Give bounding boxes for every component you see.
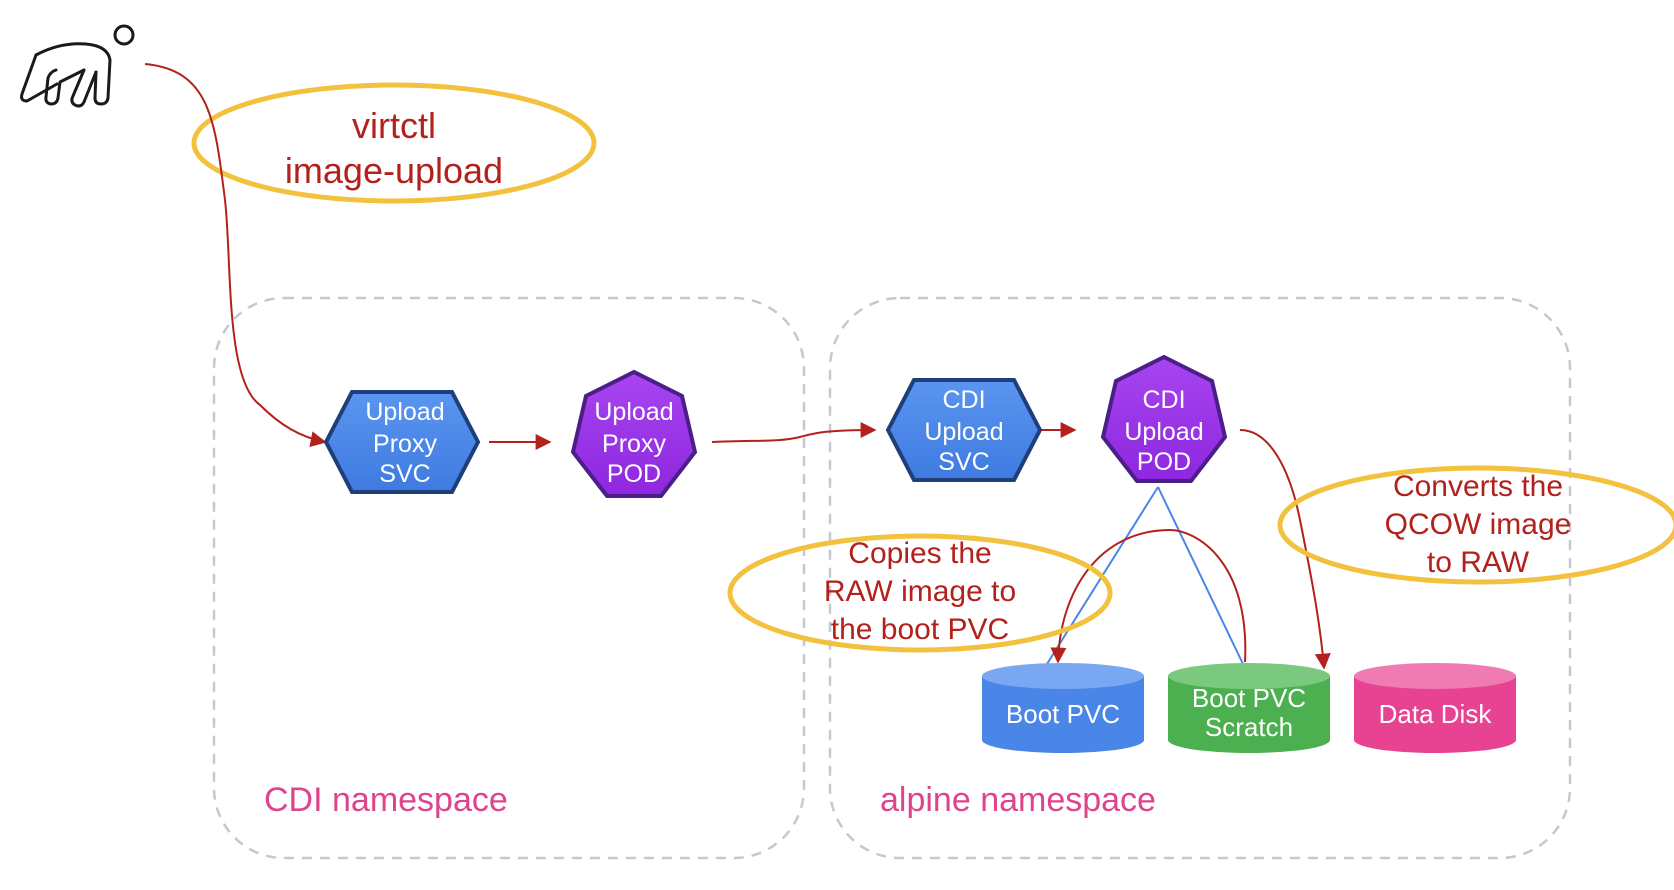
boot-pvc-scratch-top: [1168, 663, 1330, 689]
upload-proxy-svc-line-2: Proxy: [373, 430, 437, 458]
upload-proxy-pod-line-2: Proxy: [602, 430, 666, 458]
proxy-pod-to-cdi-svc-arrow: [711, 422, 877, 443]
copies-callout-line-2: RAW image to: [824, 575, 1016, 608]
pod-to-scratch-line: [1157, 486, 1244, 665]
virtctl-callout-line-1: virtctl: [352, 105, 436, 146]
virtctl-callout-ring: [191, 82, 597, 204]
cdi-upload-svc-node: CDI Upload SVC: [885, 378, 1043, 482]
cdi-upload-pod-line-1: CDI: [1142, 386, 1185, 414]
converts-callout-ring: [1277, 465, 1674, 585]
runner-icon: [20, 24, 135, 108]
upload-proxy-svc-line-1: Upload: [365, 398, 444, 426]
boot-pvc-scratch-volume: Boot PVC Scratch: [1168, 663, 1330, 753]
cdi-upload-svc-line-1: CDI: [942, 386, 985, 414]
virtctl-callout-line-2: image-upload: [285, 150, 503, 191]
data-disk-top: [1354, 663, 1516, 689]
cdi-pod-to-data-disk-arrow: [1239, 429, 1331, 670]
upload-proxy-pod-node: Upload Proxy POD: [570, 369, 698, 498]
cdi-upload-pod-line-2: Upload: [1124, 418, 1203, 446]
scratch-to-boot-pvc-arrow: [1050, 528, 1247, 664]
boot-pvc-scratch-line-2: Scratch: [1205, 712, 1293, 742]
converts-callout-line-2: QCOW image: [1385, 508, 1572, 541]
converts-callout-line-3: to RAW: [1427, 546, 1530, 579]
copies-callout-line-3: the boot PVC: [831, 613, 1009, 646]
boot-pvc-scratch-line-1: Boot PVC: [1192, 683, 1306, 713]
upload-proxy-svc-shape: [323, 390, 481, 494]
upload-proxy-pod-line-1: Upload: [594, 398, 673, 426]
copies-callout-line-1: Copies the: [848, 537, 991, 570]
boot-pvc-body: [982, 676, 1144, 753]
data-disk-body: [1354, 676, 1516, 753]
data-disk-volume: Data Disk: [1354, 663, 1516, 753]
upload-proxy-pod-line-3: POD: [607, 460, 661, 488]
cdi-namespace-box: [212, 296, 806, 860]
cdi-upload-svc-line-2: Upload: [924, 418, 1003, 446]
cdi-namespace-label: CDI namespace: [264, 781, 508, 819]
cdi-upload-pod-node: CDI Upload POD: [1100, 354, 1228, 483]
user-to-proxy-svc-arrow: [144, 63, 327, 448]
alpine-namespace-label: alpine namespace: [880, 781, 1156, 819]
upload-proxy-svc-line-3: SVC: [379, 460, 430, 488]
copies-callout-ring: [727, 533, 1113, 653]
upload-proxy-pod-shape: [570, 369, 698, 498]
upload-proxy-svc-node: Upload Proxy SVC: [323, 390, 481, 494]
converts-callout-line-1: Converts the: [1393, 470, 1563, 503]
cdi-upload-svc-shape: [885, 378, 1043, 482]
cdi-upload-pod-line-3: POD: [1137, 448, 1191, 476]
boot-pvc-label: Boot PVC: [1006, 699, 1120, 729]
boot-pvc-scratch-body: [1168, 676, 1330, 753]
data-disk-label: Data Disk: [1379, 699, 1493, 729]
boot-pvc-top: [982, 663, 1144, 689]
boot-pvc-volume: Boot PVC: [982, 663, 1144, 753]
cdi-upload-svc-line-3: SVC: [938, 448, 989, 476]
cdi-upload-pod-shape: [1100, 354, 1228, 483]
